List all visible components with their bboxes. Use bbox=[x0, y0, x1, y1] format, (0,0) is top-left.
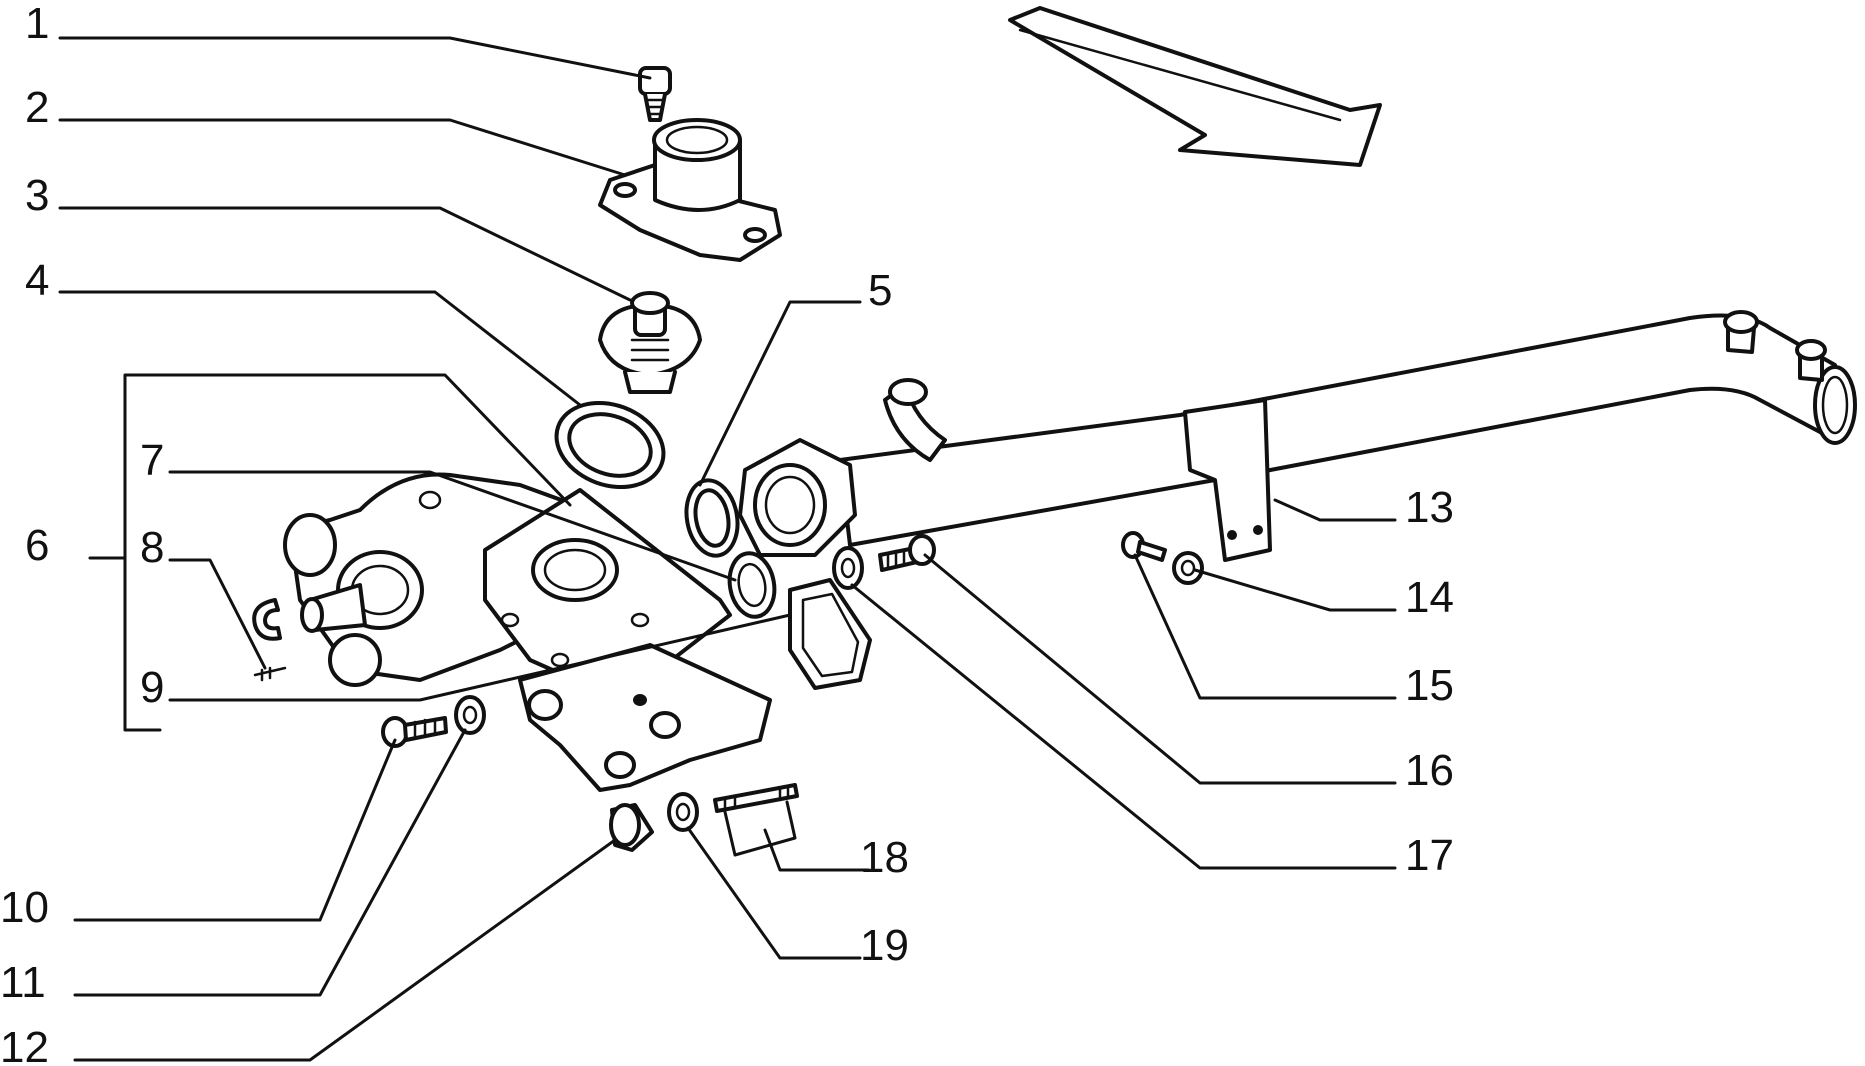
part-11-washer bbox=[454, 695, 486, 735]
callout-1: 1 bbox=[25, 0, 49, 48]
part-9-gasket bbox=[788, 578, 872, 690]
callout-16: 16 bbox=[1405, 746, 1454, 795]
leader-6 bbox=[88, 373, 572, 560]
callout-8: 8 bbox=[140, 523, 164, 572]
callout-18: 18 bbox=[860, 833, 909, 882]
callout-19: 19 bbox=[860, 921, 909, 970]
callout-15: 15 bbox=[1405, 661, 1454, 710]
leader-5 bbox=[698, 300, 862, 487]
leader-2 bbox=[58, 118, 627, 177]
leader-7 bbox=[168, 470, 737, 582]
part-15-bolt bbox=[1121, 531, 1167, 562]
part-16-bolt bbox=[878, 534, 936, 572]
callout-10: 10 bbox=[0, 883, 49, 932]
part-7-seal bbox=[727, 551, 777, 619]
part-12-spacer bbox=[609, 803, 654, 852]
leader-1 bbox=[58, 36, 652, 80]
part-10-bolt bbox=[381, 716, 448, 748]
callout-11: 11 bbox=[0, 958, 46, 1007]
callout-6: 6 bbox=[25, 521, 49, 570]
callout-labels: 1 2 3 4 5 6 7 8 9 10 11 12 13 14 15 16 1… bbox=[0, 0, 1454, 1066]
callout-17: 17 bbox=[1405, 831, 1454, 880]
callout-9: 9 bbox=[140, 663, 164, 712]
part-1-bolt bbox=[638, 66, 672, 122]
leader-12 bbox=[73, 838, 617, 1062]
leader-13 bbox=[1273, 498, 1397, 522]
leader-11 bbox=[73, 728, 467, 997]
leader-9 bbox=[168, 613, 792, 702]
callout-3: 3 bbox=[25, 171, 49, 220]
part-13-coolant-pipe bbox=[738, 310, 1857, 562]
direction-arrow-icon bbox=[1008, 6, 1382, 167]
part-19-washer bbox=[667, 792, 699, 832]
part-5-o-ring bbox=[684, 478, 740, 558]
part-3-thermostat bbox=[598, 291, 702, 394]
leader-17 bbox=[850, 583, 1397, 870]
part-17-washer bbox=[832, 546, 864, 590]
callout-2: 2 bbox=[25, 83, 49, 132]
part-8-circlip bbox=[252, 598, 287, 682]
leader-8 bbox=[168, 558, 267, 670]
callout-7: 7 bbox=[140, 436, 164, 485]
part-18-stud bbox=[713, 783, 799, 813]
leader-lines bbox=[58, 36, 1397, 1062]
callout-5: 5 bbox=[868, 266, 892, 315]
leader-10 bbox=[73, 738, 397, 922]
leader-3 bbox=[58, 206, 632, 302]
leader-18 bbox=[763, 828, 870, 872]
part-2-thermostat-cover bbox=[598, 118, 782, 262]
leader-16 bbox=[923, 553, 1397, 785]
leader-19 bbox=[686, 826, 862, 960]
leader-15 bbox=[1133, 553, 1397, 700]
part-6-water-pump bbox=[283, 472, 772, 792]
part-14-washer bbox=[1172, 551, 1204, 585]
callout-4: 4 bbox=[25, 256, 49, 305]
part-4-ring-gasket bbox=[554, 400, 666, 490]
leader-14 bbox=[1193, 568, 1397, 612]
callout-14: 14 bbox=[1405, 573, 1454, 622]
callout-13: 13 bbox=[1405, 483, 1454, 532]
leader-18b bbox=[723, 800, 797, 857]
leader-4 bbox=[58, 290, 582, 407]
callout-12: 12 bbox=[0, 1023, 49, 1066]
leader-6b bbox=[123, 556, 162, 732]
